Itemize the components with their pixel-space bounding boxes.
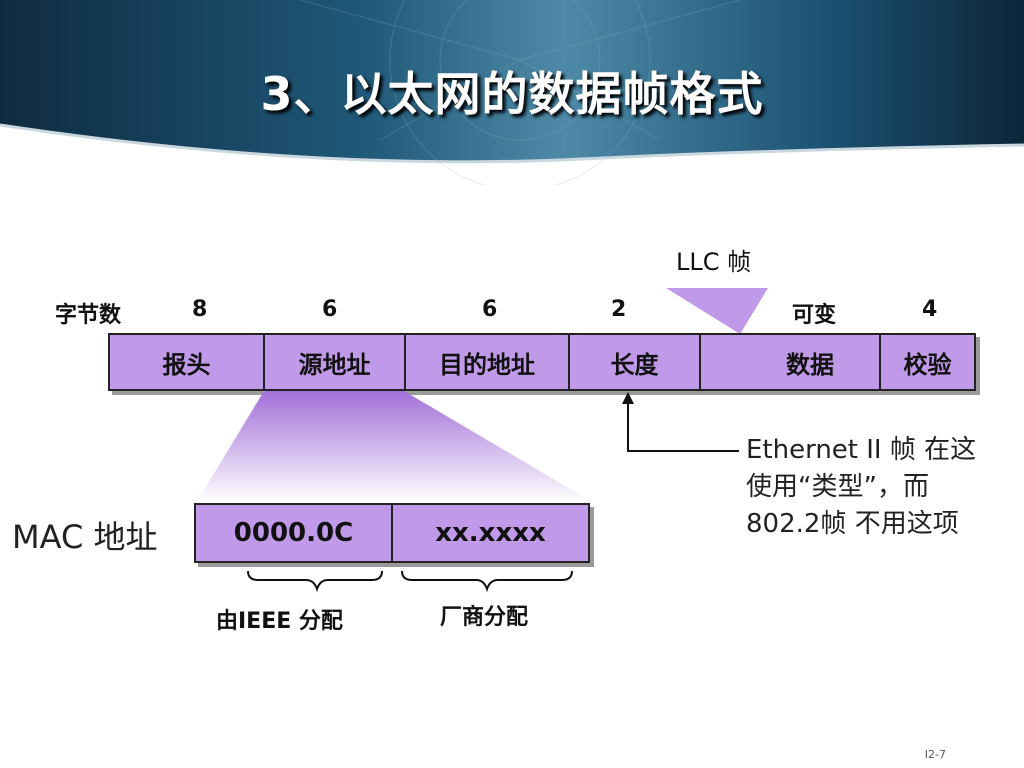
ieee-assigned-note: 由IEEE 分配 — [216, 609, 343, 634]
mac-address-row: 0000.0C xx.xxxx — [194, 503, 590, 563]
page-title: 3、以太网的数据帧格式 — [260, 67, 764, 121]
field-source-address: 源地址 — [265, 335, 406, 389]
vendor-assigned-note: 厂商分配 — [440, 605, 529, 630]
byte-count-preamble: 8 — [192, 297, 208, 322]
field-checksum: 校验 — [903, 350, 952, 379]
byte-count-checksum: 4 — [922, 297, 938, 322]
byte-count-label: 字节数 — [55, 303, 122, 328]
mac-oui-field: 0000.0C — [196, 505, 393, 561]
mac-vendor-field: xx.xxxx — [435, 518, 546, 548]
page-number: I2-7 — [924, 748, 946, 761]
byte-count-data: 可变 — [792, 303, 837, 328]
frame-format-row: 报头 源地址 目的地址 长度 数据 校验 — [108, 333, 976, 391]
field-destination-address: 目的地址 — [406, 335, 570, 389]
title-banner — [0, 0, 1024, 185]
ethernet-note-line-3: 802.2帧 不用这项 — [746, 509, 959, 539]
llc-triangle — [666, 288, 768, 334]
ethernet-note-line-1: Ethernet II 帧 在这 — [746, 435, 977, 465]
field-data: 数据 — [701, 335, 881, 389]
field-length: 长度 — [570, 335, 701, 389]
mac-address-label: MAC 地址 — [12, 518, 158, 556]
field-preamble: 报头 — [110, 335, 265, 389]
llc-label: LLC 帧 — [676, 248, 752, 276]
byte-count-length: 2 — [611, 297, 627, 322]
byte-count-destination: 6 — [482, 297, 498, 322]
ethernet-ii-note: Ethernet II 帧 在这 使用“类型”，而 802.2帧 不用这项 — [746, 432, 976, 543]
ethernet-note-line-2: 使用“类型”，而 — [746, 472, 929, 502]
byte-count-source: 6 — [322, 297, 338, 322]
